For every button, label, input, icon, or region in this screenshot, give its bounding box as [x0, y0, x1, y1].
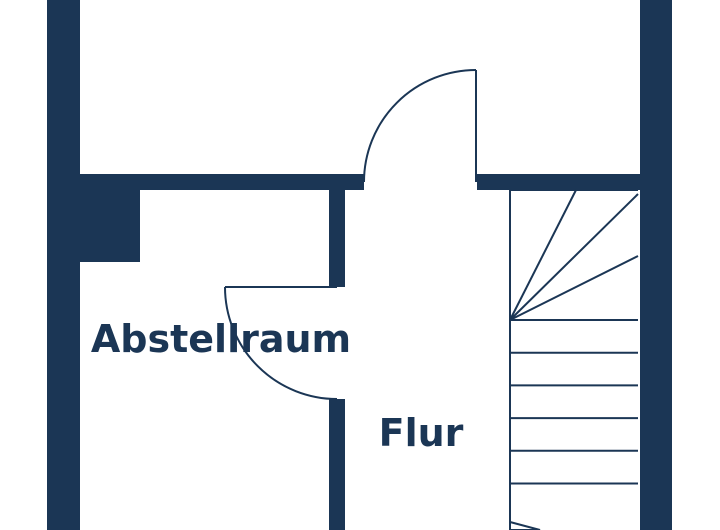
- upper-door: [363, 69, 477, 183]
- upper-room-wall-left: [80, 174, 364, 190]
- abstellraum-door: [224, 286, 338, 400]
- room-label-abstellraum: Abstellraum: [91, 317, 351, 361]
- abstellraum-door-swing: [224, 286, 338, 400]
- upper-room-wall-right: [477, 174, 640, 190]
- staircase: [509, 189, 639, 530]
- shaft-block: [80, 190, 140, 262]
- room-label-flur: Flur: [379, 411, 464, 455]
- stair-winder-line: [509, 189, 577, 321]
- upper-door-swing: [363, 69, 477, 183]
- left-exterior-wall: [47, 0, 80, 530]
- stair-winder-line: [509, 255, 639, 321]
- partition-wall-upper: [329, 190, 345, 287]
- stair-arrow: [509, 521, 541, 530]
- partition-wall-lower: [329, 399, 345, 530]
- right-exterior-wall: [640, 0, 672, 530]
- stair-winder-line: [509, 193, 639, 321]
